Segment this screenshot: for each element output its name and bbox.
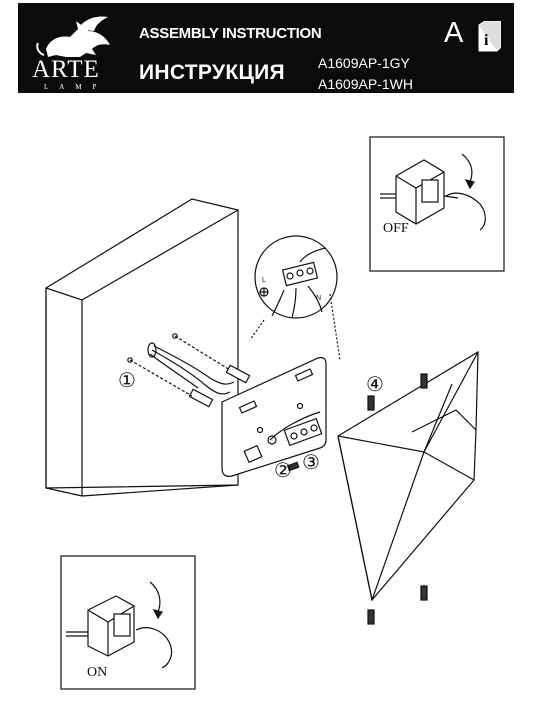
griffin-logo-icon bbox=[36, 16, 110, 57]
switch-off-panel bbox=[369, 136, 505, 272]
brand-subtitle: LAMP bbox=[44, 83, 108, 91]
off-label: OFF bbox=[383, 221, 409, 236]
live-terminal-label: L bbox=[262, 277, 266, 284]
header-bar: ARTE LAMP ASSEMBLY INSTRUCTION ИНСТРУКЦИ… bbox=[18, 3, 514, 93]
step-2-marker: ② bbox=[274, 460, 292, 482]
step-4-marker: ④ bbox=[366, 374, 384, 396]
wall-anchors bbox=[129, 335, 251, 408]
on-label: ON bbox=[87, 665, 108, 680]
title-english: ASSEMBLY INSTRUCTION bbox=[139, 25, 322, 42]
terminal-block bbox=[267, 411, 323, 447]
hand-icon bbox=[445, 192, 486, 231]
hand-icon bbox=[135, 627, 173, 669]
rotate-arrow-icon bbox=[461, 153, 473, 183]
lamp-shade bbox=[337, 350, 479, 602]
info-book-icon: i bbox=[478, 21, 501, 52]
title-russian: ИНСТРУКЦИЯ bbox=[139, 61, 285, 84]
step-3-marker: ③ bbox=[302, 452, 320, 474]
model-number-1: A1609AP-1GY bbox=[318, 55, 410, 71]
model-number-2: A1609AP-1WH bbox=[318, 76, 413, 92]
switch-on-panel bbox=[60, 555, 196, 690]
brand-name: ARTE bbox=[32, 56, 100, 83]
lamp-screws bbox=[286, 373, 428, 625]
wall-wires bbox=[147, 342, 235, 395]
info-glyph: i bbox=[484, 32, 489, 49]
mounting-plate bbox=[221, 357, 327, 477]
wall-block bbox=[45, 198, 239, 497]
wiring-detail-callout bbox=[249, 235, 341, 361]
rotate-arrow-icon bbox=[149, 581, 161, 613]
language-letter: A bbox=[444, 17, 464, 49]
neutral-terminal-label: N bbox=[316, 295, 321, 302]
step-1-marker: ① bbox=[118, 370, 136, 392]
